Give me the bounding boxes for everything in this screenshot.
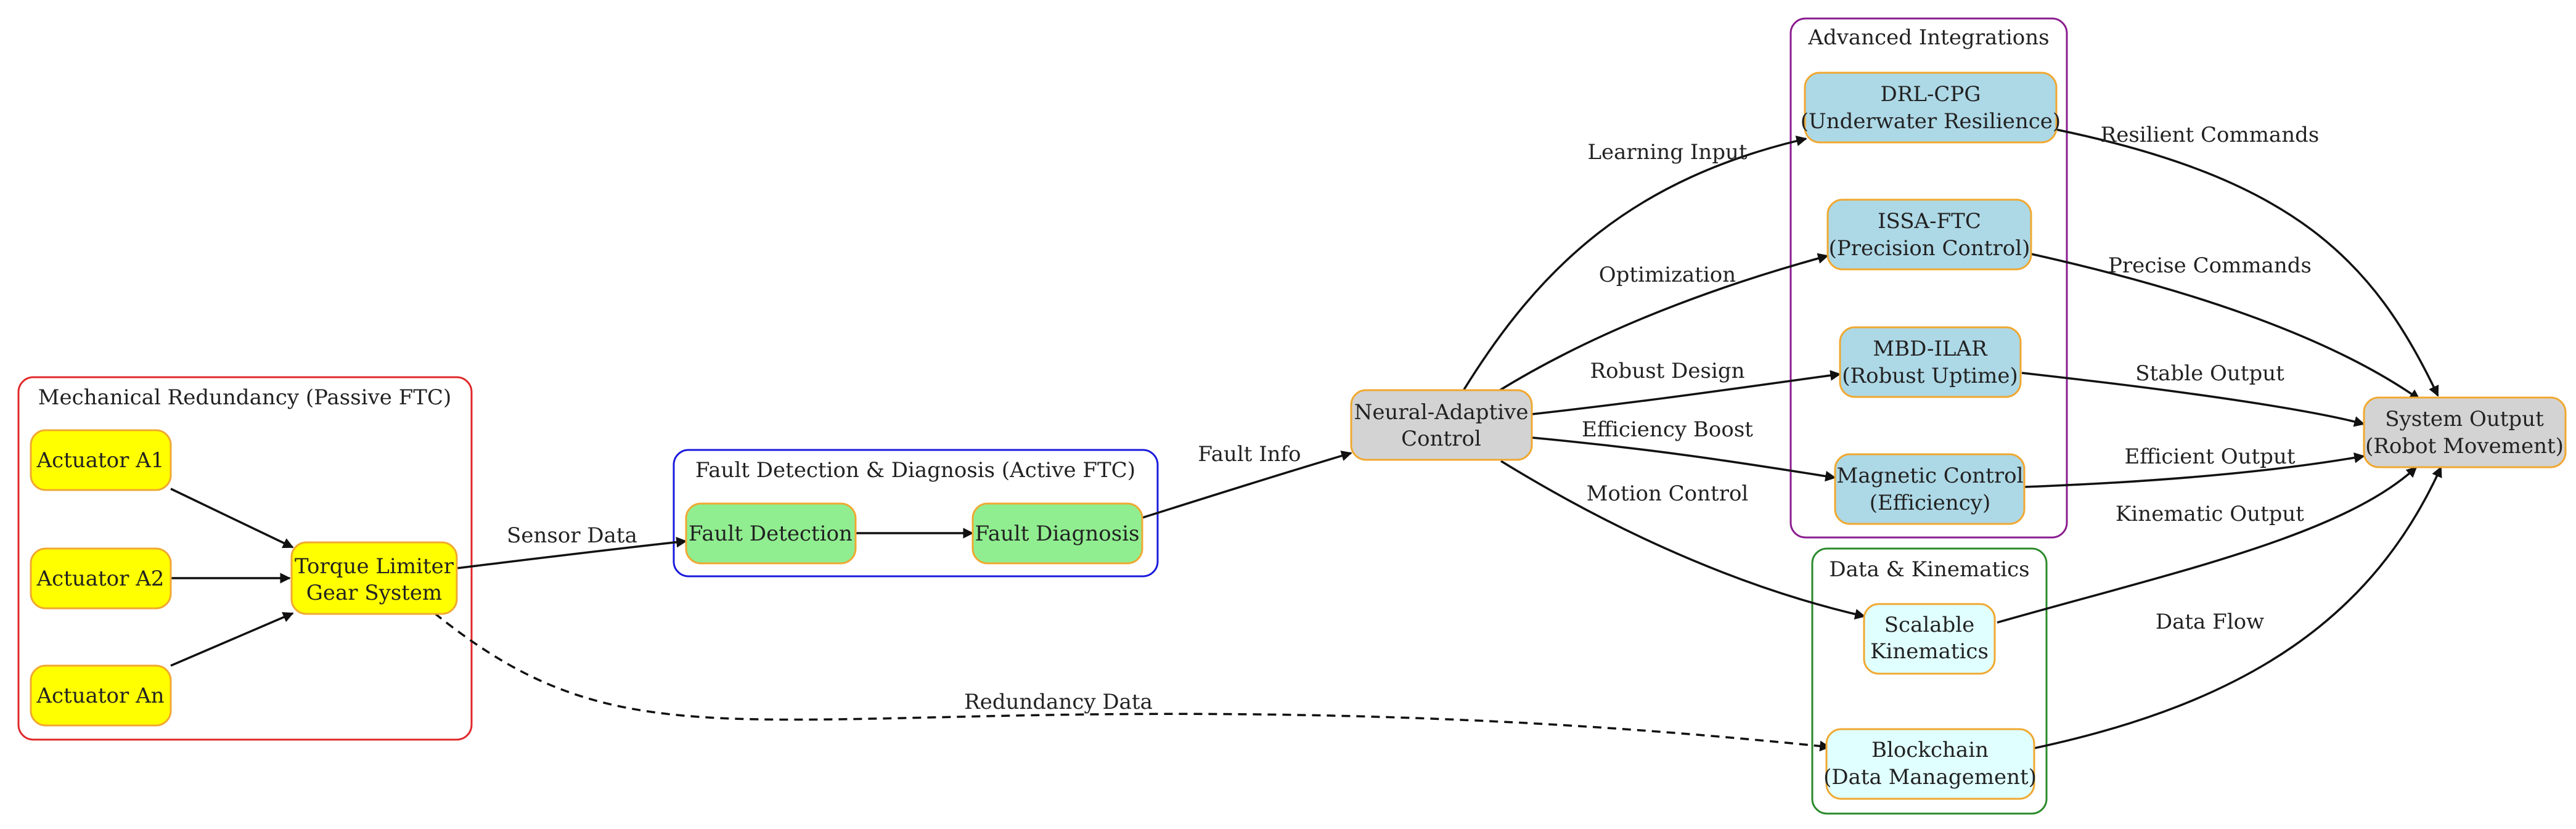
node-label: ISSA-FTC [1878, 209, 1981, 234]
cluster-advanced-integrations: Advanced Integrations [1789, 17, 2068, 539]
node-label: Fault Detection [689, 521, 853, 546]
node-actuator-a1: Actuator A1 [30, 429, 172, 491]
node-label: (Underwater Resilience) [1801, 109, 2061, 134]
nodes: Actuator A1 Actuator A2 Actuator An Torq… [30, 71, 2567, 800]
node-label: Fault Diagnosis [975, 521, 1139, 546]
node-label: (Efficiency) [1870, 491, 1991, 515]
cluster-fault-detection-diagnosis: Fault Detection & Diagnosis (Active FTC) [673, 449, 1159, 578]
edge-actuator-a1-to-torque-limiter [170, 488, 294, 549]
edge-drl-cpg-to-system-output [2055, 128, 2439, 397]
edge-torque-to-blockchain [433, 612, 1831, 752]
node-system-output: System Output (Robot Movement) [2363, 396, 2567, 468]
cluster-title: Mechanical Redundancy (Passive FTC) [38, 385, 452, 410]
node-box [30, 429, 172, 491]
cluster-border [17, 376, 473, 741]
edge-label: Efficiency Boost [1582, 417, 1753, 442]
node-fault-diagnosis: Fault Diagnosis [971, 502, 1143, 565]
node-label: System Output [2385, 407, 2544, 431]
edge-label: Data Flow [2156, 610, 2264, 634]
node-magnetic-control: Magnetic Control (Efficiency) [1834, 453, 2026, 525]
node-box [2363, 396, 2567, 468]
node-box [1839, 326, 2022, 398]
node-label: (Data Management) [1823, 765, 2037, 790]
node-box [1350, 389, 1533, 461]
edge-label: Redundancy Data [964, 690, 1153, 714]
cluster-border [1789, 17, 2068, 539]
node-label: Gear System [306, 581, 443, 605]
node-mbd-ilar: MBD-ILAR (Robust Uptime) [1839, 326, 2022, 398]
node-box [1825, 728, 2035, 800]
node-box [1863, 603, 1996, 675]
edge-torque-to-fault-detection [456, 536, 687, 570]
node-box [290, 541, 458, 615]
node-fault-detection: Fault Detection [685, 502, 857, 565]
node-neural-adaptive-control: Neural-Adaptive Control [1350, 389, 1533, 461]
edge-neural-to-scalable-kinematics [1500, 460, 1866, 620]
edge-neural-to-magnetic [1531, 436, 1836, 482]
node-box [1834, 453, 2026, 525]
edge-neural-to-mbd-ilar [1531, 370, 1841, 415]
cluster-border [1811, 547, 2048, 815]
node-label: Blockchain [1871, 738, 1989, 762]
edge-label: Precise Commands [2108, 253, 2312, 278]
node-label: Neural-Adaptive [1354, 400, 1529, 425]
node-box [1826, 198, 2032, 271]
edge-mbd-ilar-to-system-output [2021, 372, 2365, 427]
cluster-title: Advanced Integrations [1807, 25, 2049, 50]
node-box [971, 502, 1143, 565]
node-label: Magnetic Control [1837, 464, 2024, 488]
node-label: Torque Limiter [295, 554, 454, 579]
node-torque-limiter: Torque Limiter Gear System [290, 541, 458, 615]
edge-actuator-an-to-torque-limiter [170, 612, 294, 667]
edge-label: Robust Design [1590, 359, 1744, 383]
node-label: (Robot Movement) [2365, 434, 2564, 459]
edge-issa-ftc-to-system-output [2030, 253, 2421, 401]
node-box [685, 502, 857, 565]
edge-label: Sensor Data [507, 523, 637, 548]
node-blockchain: Blockchain (Data Management) [1823, 728, 2037, 800]
node-label: Kinematics [1870, 639, 1989, 664]
cluster-title: Data & Kinematics [1829, 557, 2029, 582]
node-scalable-kinematics: Scalable Kinematics [1863, 603, 1996, 675]
edge-label: Fault Info [1198, 442, 1301, 467]
edges: Sensor Data Redundancy Data Fault Info L… [170, 123, 2442, 752]
cluster-title: Fault Detection & Diagnosis (Active FTC) [695, 458, 1135, 483]
node-label: (Robust Uptime) [1842, 364, 2018, 388]
edge-label: Optimization [1599, 263, 1736, 287]
node-label: Scalable [1884, 613, 1975, 637]
edge-label: Learning Input [1587, 140, 1747, 165]
node-box [30, 547, 172, 610]
node-label: Actuator A1 [36, 448, 165, 473]
node-label: DRL-CPG [1881, 82, 1981, 107]
edge-label: Resilient Commands [2101, 123, 2320, 147]
node-label: Control [1401, 427, 1481, 451]
edge-blockchain-to-system-output [2030, 466, 2442, 750]
edge-neural-to-drl-cpg [1463, 136, 1807, 390]
node-drl-cpg: DRL-CPG (Underwater Resilience) [1801, 71, 2061, 144]
node-actuator-an: Actuator An [30, 664, 172, 727]
edge-label: Stable Output [2135, 361, 2284, 386]
cluster-data-kinematics: Data & Kinematics [1811, 547, 2048, 815]
edge-magnetic-to-system-output [2024, 452, 2365, 488]
edge-label: Motion Control [1587, 481, 1749, 506]
edge-label: Efficient Output [2124, 444, 2295, 469]
node-box [30, 664, 172, 727]
cluster-mechanical-redundancy: Mechanical Redundancy (Passive FTC) [17, 376, 473, 741]
edge-neural-to-issa-ftc [1497, 253, 1829, 393]
node-label: (Precision Control) [1829, 236, 2030, 261]
node-label: MBD-ILAR [1873, 337, 1988, 361]
node-label: Actuator An [36, 684, 164, 708]
node-box [1804, 71, 2058, 144]
edge-scalable-to-system-output [1997, 466, 2418, 624]
node-label: Actuator A2 [36, 566, 165, 591]
node-actuator-a2: Actuator A2 [30, 547, 172, 610]
node-issa-ftc: ISSA-FTC (Precision Control) [1826, 198, 2032, 271]
edge-label: Kinematic Output [2116, 502, 2304, 526]
edge-fault-diagnosis-to-neural-adaptive [1142, 451, 1352, 519]
